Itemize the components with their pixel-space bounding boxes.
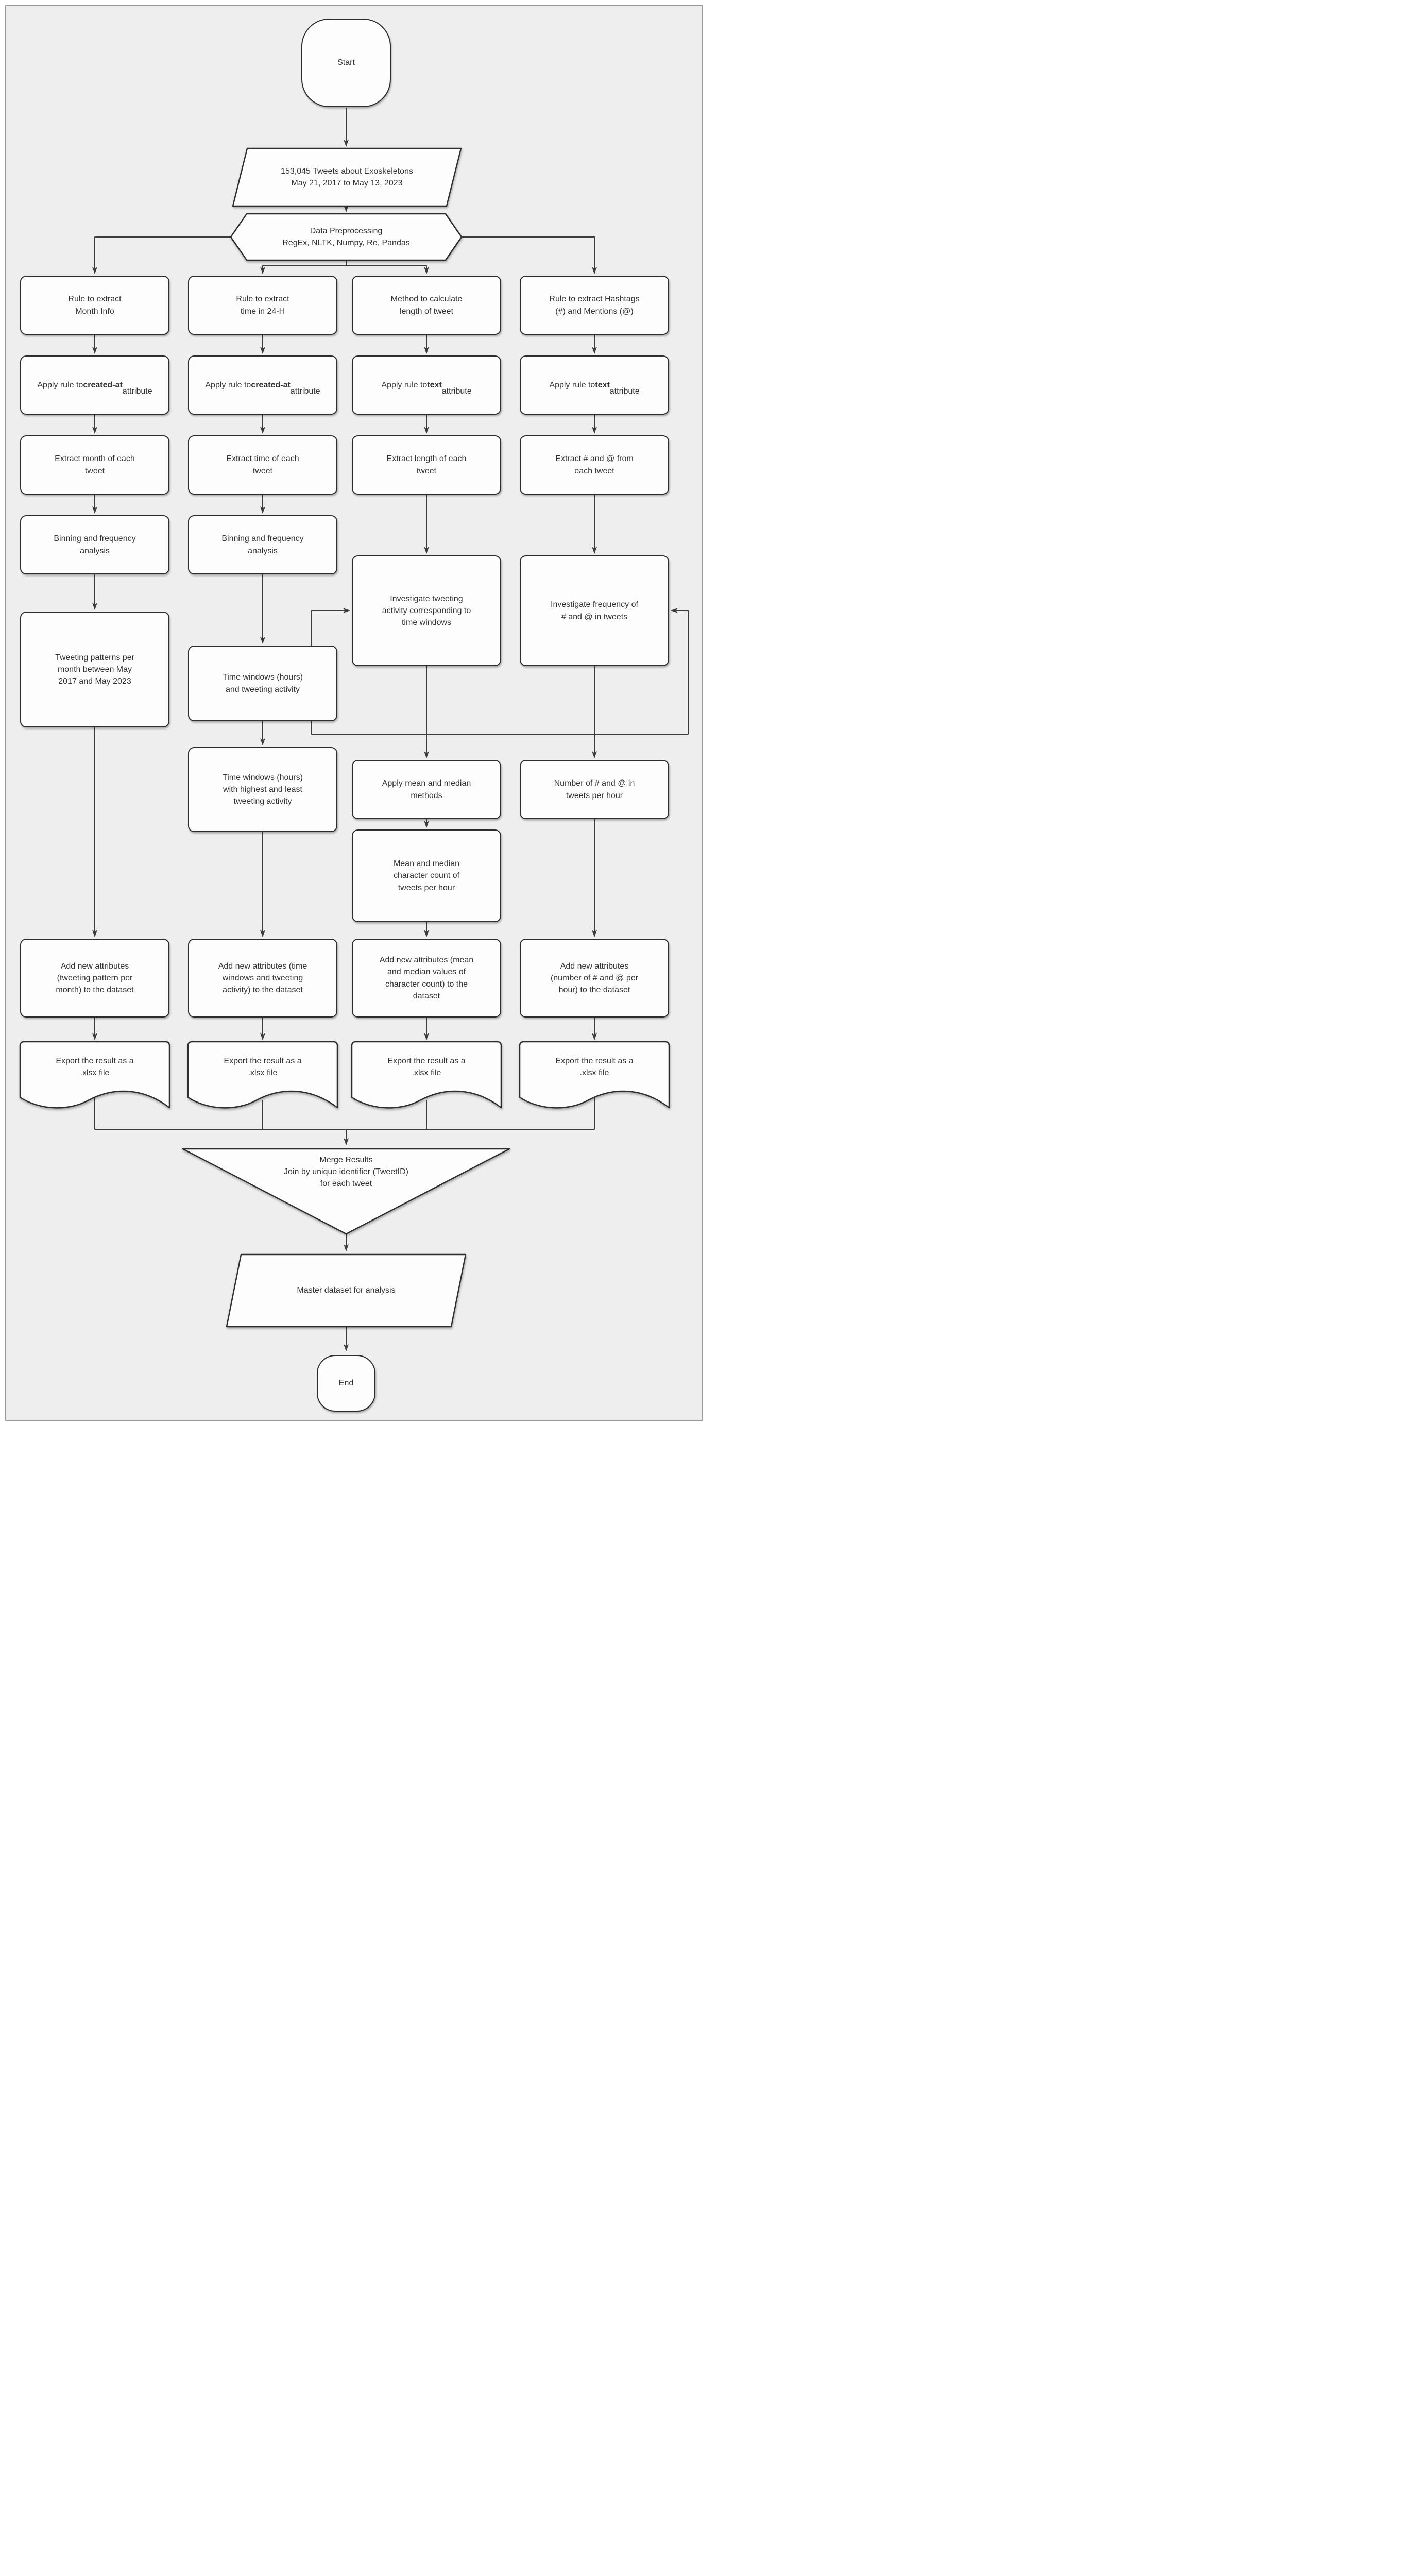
edge-preprocessing-col2 bbox=[260, 265, 347, 274]
node-rule-extract-time: Rule to extract time in 24-H bbox=[188, 276, 337, 335]
edge-preprocessing-col1 bbox=[92, 236, 231, 274]
flowchart-page: Start End 153,045 Tweets about Exoskelet… bbox=[0, 0, 709, 1433]
master-parallelogram-shape bbox=[226, 1253, 467, 1328]
node-master-dataset: Master dataset for analysis bbox=[297, 1286, 396, 1295]
node-rule-extract-hashtags: Rule to extract Hashtags (#) and Mention… bbox=[520, 276, 669, 335]
node-extract-month: Extract month of each tweet bbox=[20, 435, 169, 495]
node-add-attributes-3: Add new attributes (mean and median valu… bbox=[352, 939, 501, 1018]
node-add-attributes-1: Add new attributes (tweeting pattern per… bbox=[20, 939, 169, 1018]
export1-document-shape bbox=[19, 1041, 170, 1109]
node-add-attributes-2: Add new attributes (time windows and twe… bbox=[188, 939, 337, 1018]
tweets-parallelogram-shape bbox=[232, 147, 462, 207]
node-export-xlsx-3: Export the result as a .xlsx file bbox=[387, 1056, 466, 1077]
edges bbox=[92, 108, 689, 1351]
edge-preprocessing-col4 bbox=[461, 236, 597, 274]
node-apply-text-3: Apply rule to text attribute bbox=[352, 355, 501, 415]
edge-timewindows-investigate-freq bbox=[311, 608, 689, 735]
node-extract-length: Extract length of each tweet bbox=[352, 435, 501, 495]
edge-timewindows-investigate-activity bbox=[311, 608, 350, 646]
node-time-windows-activity: Time windows (hours) and tweeting activi… bbox=[188, 646, 337, 721]
flowchart-connectors-and-shapes bbox=[19, 108, 689, 1351]
node-export-xlsx-2: Export the result as a .xlsx file bbox=[224, 1056, 302, 1077]
node-apply-mean-median: Apply mean and median methods bbox=[352, 760, 501, 819]
node-tweeting-patterns: Tweeting patterns per month between May … bbox=[20, 612, 169, 727]
node-apply-text-4: Apply rule to text attribute bbox=[520, 355, 669, 415]
export2-document-shape bbox=[187, 1041, 338, 1109]
node-tweets-dataset: 153,045 Tweets about Exoskeletons May 21… bbox=[281, 166, 413, 188]
export4-document-shape bbox=[519, 1041, 670, 1109]
node-end: End bbox=[317, 1355, 375, 1412]
node-start: Start bbox=[301, 19, 391, 107]
node-method-length: Method to calculate length of tweet bbox=[352, 276, 501, 335]
node-investigate-frequency: Investigate frequency of # and @ in twee… bbox=[520, 555, 669, 666]
node-mean-char-count: Mean and median character count of tweet… bbox=[352, 829, 501, 922]
node-investigate-activity: Investigate tweeting activity correspond… bbox=[352, 555, 501, 666]
preprocessing-hexagon-shape bbox=[230, 213, 463, 261]
merge-triangle-shape bbox=[182, 1148, 510, 1235]
edge-preprocessing-col3 bbox=[346, 265, 429, 274]
node-apply-created-at-1: Apply rule to created-at attribute bbox=[20, 355, 169, 415]
node-merge-results: Merge Results Join by unique identifier … bbox=[284, 1156, 408, 1189]
node-extract-time: Extract time of each tweet bbox=[188, 435, 337, 495]
node-apply-created-at-2: Apply rule to created-at attribute bbox=[188, 355, 337, 415]
node-time-windows-highest-least: Time windows (hours) with highest and le… bbox=[188, 747, 337, 832]
edge-export-collector bbox=[94, 1098, 595, 1130]
node-add-attributes-4: Add new attributes (number of # and @ pe… bbox=[520, 939, 669, 1018]
node-data-preprocessing: Data Preprocessing RegEx, NLTK, Numpy, R… bbox=[282, 226, 410, 247]
special-shapes bbox=[19, 147, 670, 1328]
node-binning-1: Binning and frequency analysis bbox=[20, 515, 169, 574]
node-export-xlsx-1: Export the result as a .xlsx file bbox=[56, 1056, 134, 1077]
node-number-hash-per-hour: Number of # and @ in tweets per hour bbox=[520, 760, 669, 819]
node-rule-extract-month: Rule to extract Month Info bbox=[20, 276, 169, 335]
node-extract-hash-mentions: Extract # and @ from each tweet bbox=[520, 435, 669, 495]
export3-document-shape bbox=[351, 1041, 502, 1109]
node-export-xlsx-4: Export the result as a .xlsx file bbox=[555, 1056, 634, 1077]
node-binning-2: Binning and frequency analysis bbox=[188, 515, 337, 574]
